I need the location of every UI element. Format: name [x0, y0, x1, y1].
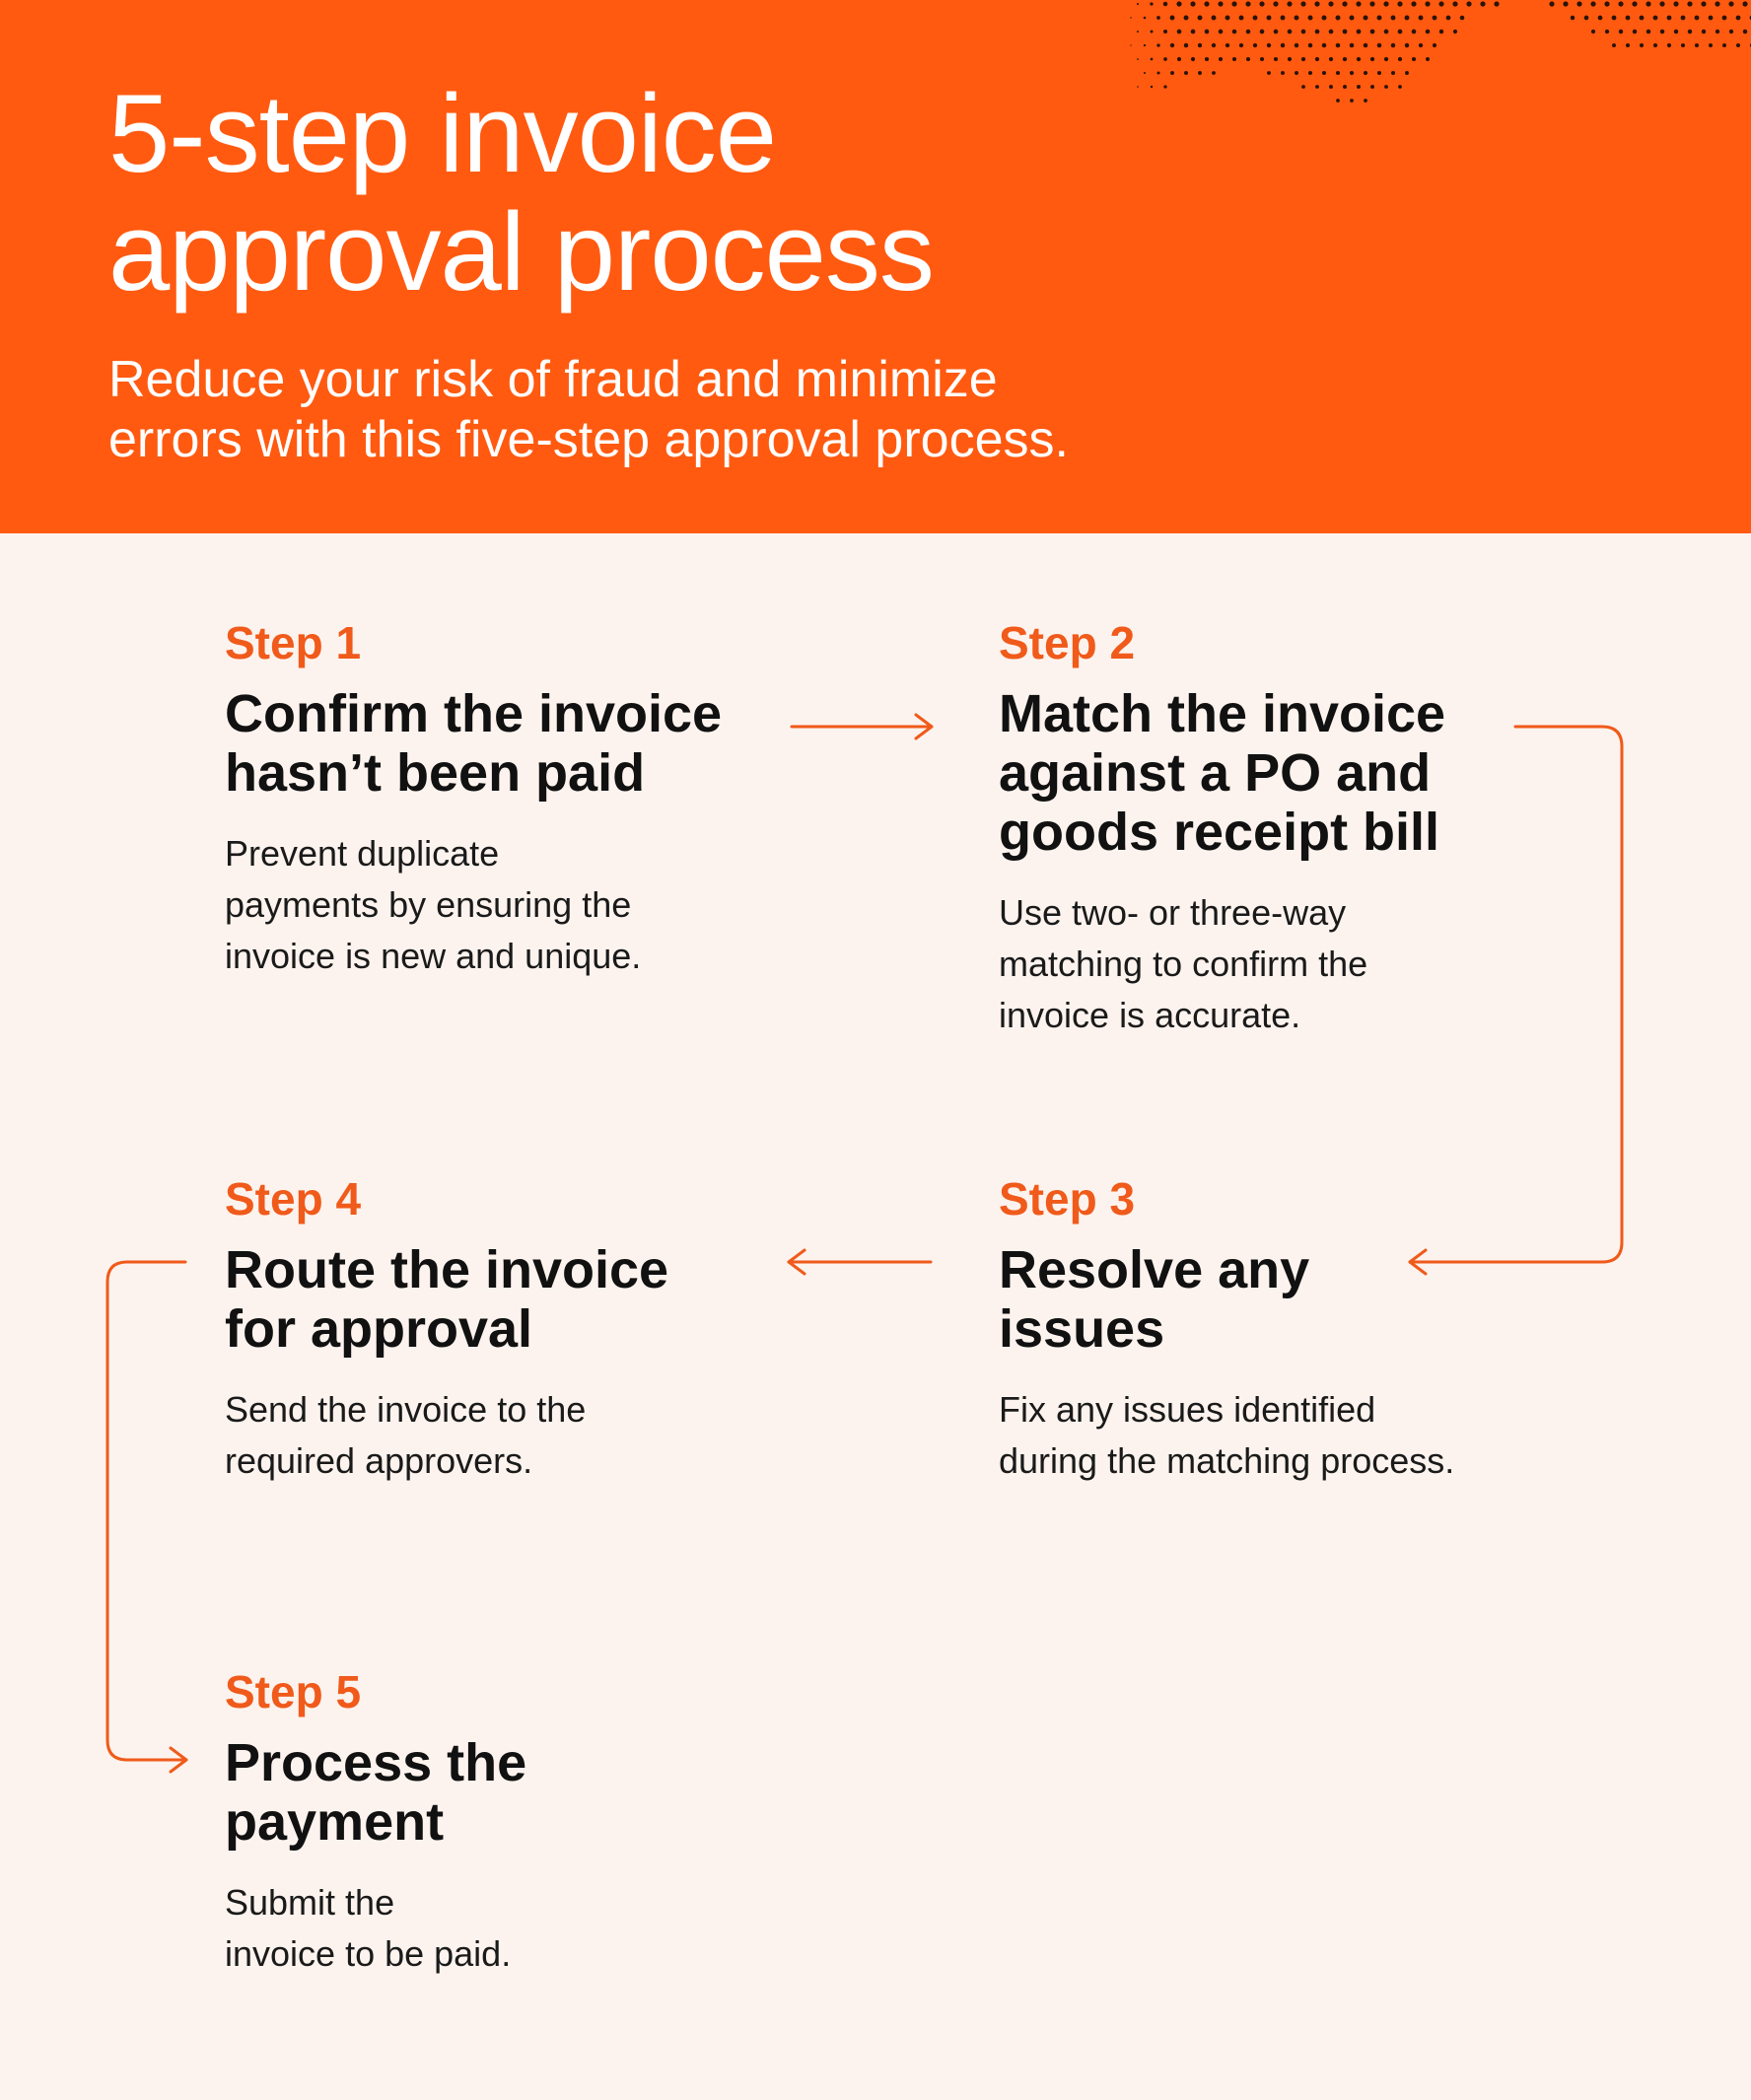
step-3-card: Step 3 Resolve any issues Fix any issues… — [999, 1173, 1454, 1487]
step-2-description: Use two- or three-way matching to confir… — [999, 887, 1445, 1041]
step-5-label: Step 5 — [225, 1666, 362, 1717]
page-title: 5-step invoice approval process — [108, 72, 935, 314]
step-title-line: hasn’t been paid — [225, 743, 646, 803]
step-desc-line: Fix any issues identified — [999, 1389, 1376, 1430]
arrow-step3-to-step4 — [787, 1248, 933, 1276]
arrow-step4-to-step5 — [105, 1260, 188, 1774]
step-desc-line: invoice is accurate. — [999, 995, 1301, 1035]
step-4-title: Route the invoice for approval — [225, 1240, 668, 1359]
arrow-step1-to-step2 — [790, 713, 934, 740]
step-title-line: Resolve any — [999, 1240, 1310, 1299]
header-banner: 5-step invoice approval process Reduce y… — [0, 0, 1751, 533]
step-4-card: Step 4 Route the invoice for approval Se… — [225, 1173, 668, 1487]
step-desc-line: matching to confirm the — [999, 944, 1368, 984]
step-title-line: for approval — [225, 1299, 533, 1359]
page-subtitle: Reduce your risk of fraud and minimize e… — [108, 350, 1069, 470]
title-line-2: approval process — [108, 190, 935, 314]
step-title-line: goods receipt bill — [999, 803, 1440, 862]
subtitle-line-1: Reduce your risk of fraud and minimize — [108, 351, 998, 408]
title-line-1: 5-step invoice — [108, 72, 777, 195]
step-2-title: Match the invoice against a PO and goods… — [999, 684, 1445, 862]
step-1-description: Prevent duplicate payments by ensuring t… — [225, 828, 722, 982]
step-title-line: issues — [999, 1299, 1165, 1359]
halftone-dots-decoration — [1130, 1, 1751, 103]
step-title-line: Match the invoice — [999, 684, 1446, 743]
step-title-line: against a PO and — [999, 743, 1432, 803]
step-desc-line: during the matching process. — [999, 1440, 1455, 1481]
step-5-title: Process the payment — [225, 1733, 526, 1852]
step-desc-line: invoice is new and unique. — [225, 936, 642, 976]
step-desc-line: invoice to be paid. — [225, 1933, 512, 1974]
step-title-line: Process the — [225, 1733, 527, 1792]
step-5-card: Step 5 Process the payment Submit the in… — [225, 1666, 526, 1980]
step-4-label: Step 4 — [225, 1173, 362, 1225]
step-3-description: Fix any issues identified during the mat… — [999, 1384, 1454, 1487]
step-desc-line: required approvers. — [225, 1440, 533, 1481]
step-desc-line: Use two- or three-way — [999, 892, 1347, 933]
step-1-card: Step 1 Confirm the invoice hasn’t been p… — [225, 617, 722, 982]
step-desc-line: Send the invoice to the — [225, 1389, 587, 1430]
step-1-title: Confirm the invoice hasn’t been paid — [225, 684, 722, 803]
step-5-description: Submit the invoice to be paid. — [225, 1877, 526, 1980]
step-3-title: Resolve any issues — [999, 1240, 1454, 1359]
step-3-label: Step 3 — [999, 1173, 1136, 1225]
step-1-label: Step 1 — [225, 617, 362, 668]
step-desc-line: Prevent duplicate — [225, 833, 500, 874]
step-title-line: payment — [225, 1792, 445, 1852]
step-title-line: Route the invoice — [225, 1240, 669, 1299]
step-4-description: Send the invoice to the required approve… — [225, 1384, 668, 1487]
step-desc-line: Submit the — [225, 1882, 395, 1923]
step-desc-line: payments by ensuring the — [225, 884, 632, 925]
step-2-label: Step 2 — [999, 617, 1136, 668]
step-2-card: Step 2 Match the invoice against a PO an… — [999, 617, 1445, 1041]
step-title-line: Confirm the invoice — [225, 684, 723, 743]
subtitle-line-2: errors with this five-step approval proc… — [108, 411, 1069, 468]
